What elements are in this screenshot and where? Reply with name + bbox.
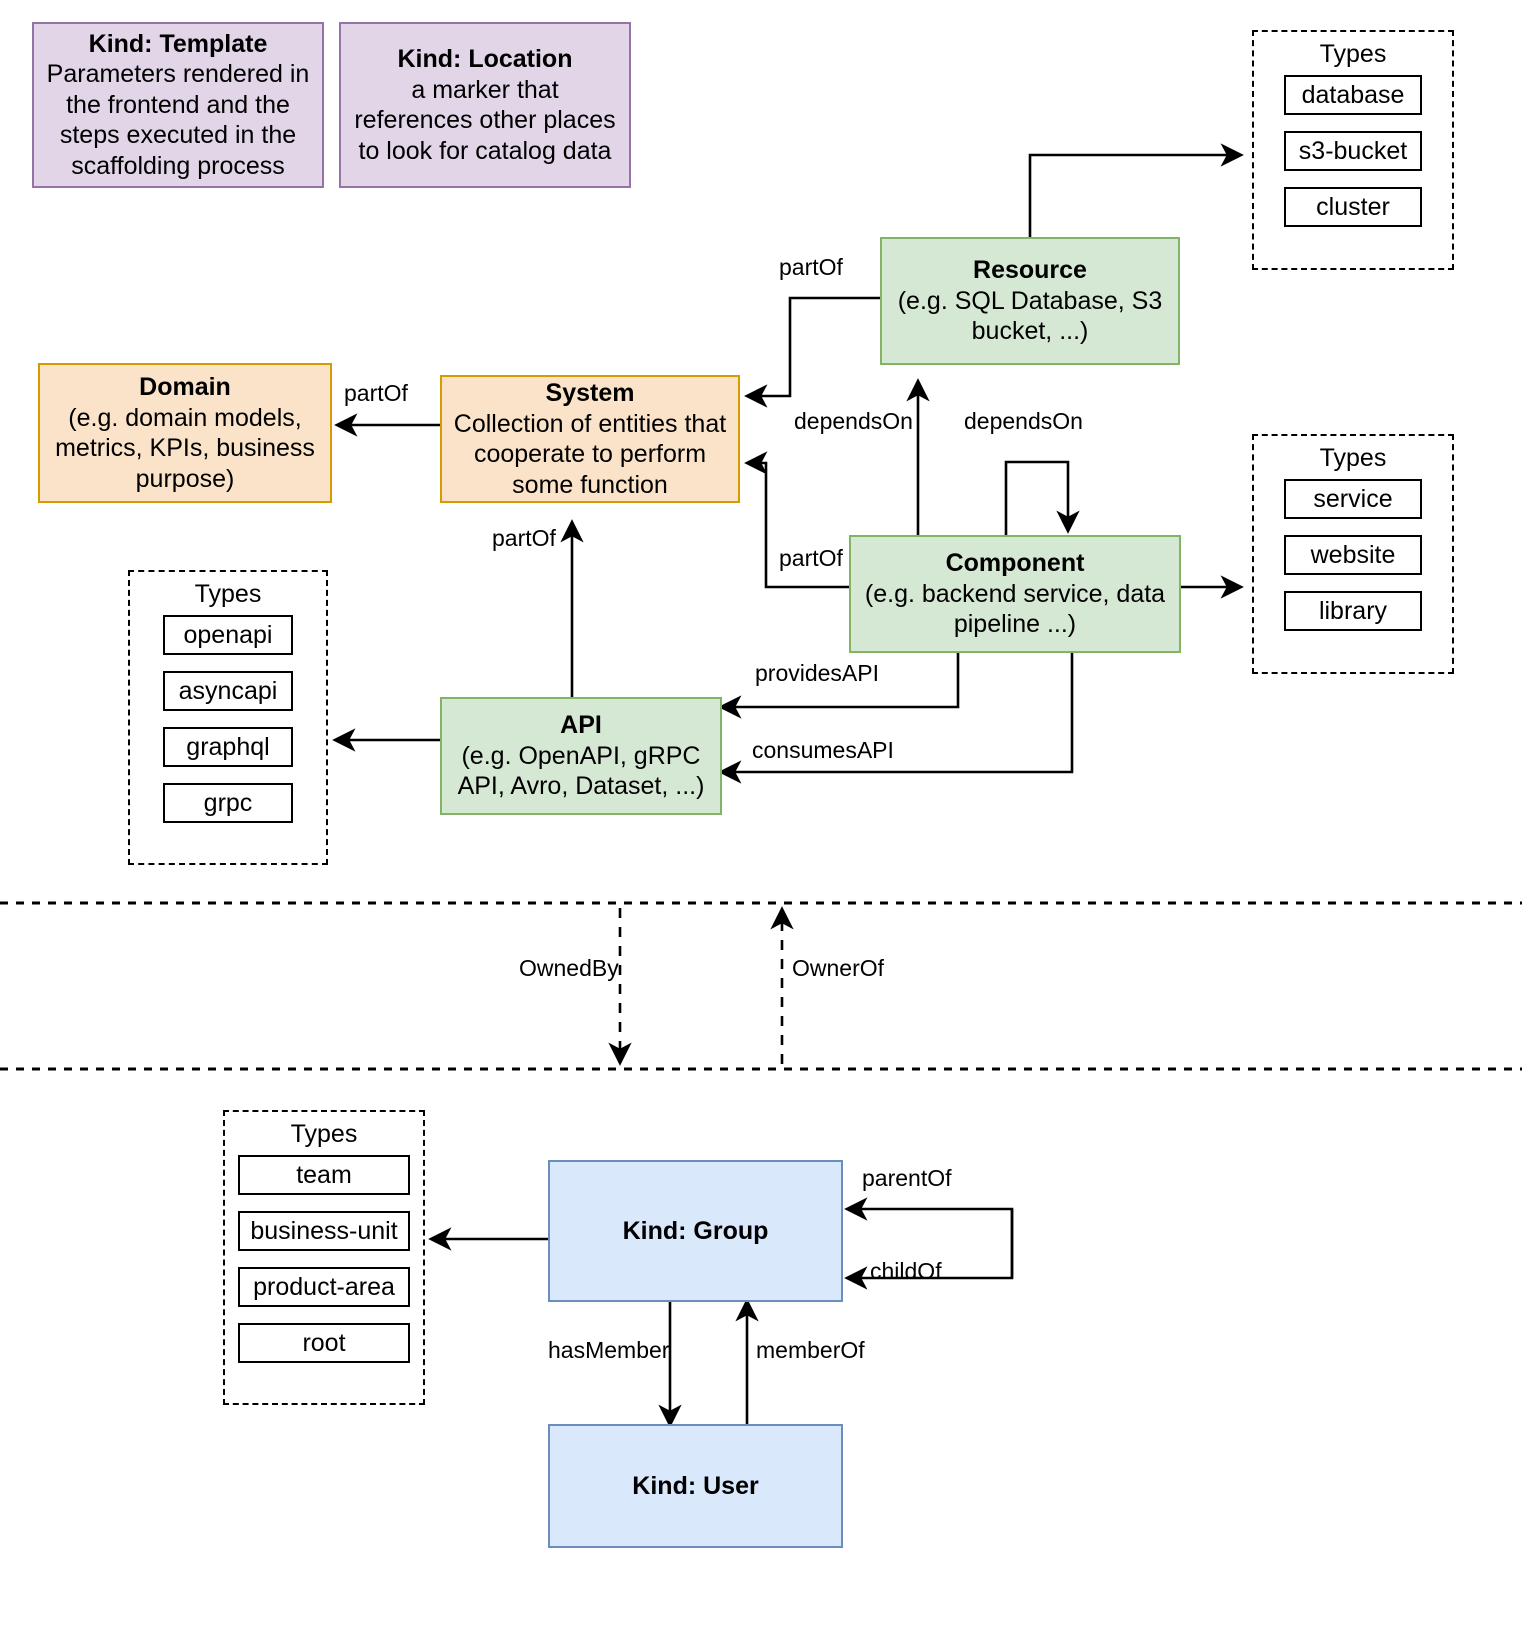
node-user[interactable]: Kind: User [548, 1424, 843, 1548]
node-template[interactable]: Kind: Template Parameters rendered in th… [32, 22, 324, 188]
edge-label-resource-partof-system: partOf [779, 254, 843, 280]
type-chip-website[interactable]: website [1284, 535, 1422, 575]
edge-resource-partof-system [744, 296, 880, 408]
edge-label-ownedby: OwnedBy [519, 955, 619, 981]
type-chip-service[interactable]: service [1284, 479, 1422, 519]
edge-label-component-partof-system: partOf [779, 545, 843, 571]
edge-component-consumesapi-api [718, 640, 1074, 784]
node-domain[interactable]: Domain (e.g. domain models, metrics, KPI… [38, 363, 332, 503]
node-component[interactable]: Component (e.g. backend service, data pi… [849, 535, 1181, 653]
type-chip-library[interactable]: library [1284, 591, 1422, 631]
edge-component-dependson-component [1004, 460, 1080, 535]
type-chip-graphql[interactable]: graphql [163, 727, 293, 767]
type-chip-root[interactable]: root [238, 1323, 410, 1363]
node-system-title: System [545, 379, 635, 407]
node-resource[interactable]: Resource (e.g. SQL Database, S3 bucket, … [880, 237, 1180, 365]
edge-label-api-partof-system: partOf [492, 525, 556, 551]
edge-component-partof-system [744, 451, 849, 589]
type-chip-team[interactable]: team [238, 1155, 410, 1195]
types-group-api-label: Types [194, 580, 262, 608]
edge-label-component-consumesapi: consumesAPI [752, 737, 894, 763]
type-chip-product-area[interactable]: product-area [238, 1267, 410, 1307]
node-group[interactable]: Kind: Group [548, 1160, 843, 1302]
types-group-component-label: Types [1319, 444, 1387, 472]
types-group-resource: Types database s3-bucket cluster [1252, 30, 1454, 270]
edge-label-component-dependson-resource: dependsOn [794, 408, 913, 434]
node-api-description: (e.g. OpenAPI, gRPC API, Avro, Dataset, … [457, 741, 705, 801]
node-group-title: Kind: Group [622, 1216, 769, 1245]
type-chip-cluster[interactable]: cluster [1284, 187, 1422, 227]
node-user-title: Kind: User [632, 1471, 759, 1500]
node-resource-description: (e.g. SQL Database, S3 bucket, ...) [897, 286, 1163, 346]
node-api[interactable]: API (e.g. OpenAPI, gRPC API, Avro, Datas… [440, 697, 722, 815]
type-chip-asyncapi[interactable]: asyncapi [163, 671, 293, 711]
node-component-title: Component [945, 549, 1085, 578]
node-location[interactable]: Kind: Location a marker that references … [339, 22, 631, 188]
edge-label-ownerof: OwnerOf [792, 955, 885, 981]
edge-label-group-parentof: parentOf [862, 1165, 952, 1191]
node-component-description: (e.g. backend service, data pipeline ...… [864, 579, 1166, 639]
type-chip-s3-bucket[interactable]: s3-bucket [1284, 131, 1422, 171]
node-domain-description: (e.g. domain models, metrics, KPIs, busi… [55, 403, 315, 493]
edge-label-component-dependson-component: dependsOn [964, 408, 1083, 434]
edge-label-system-partof-domain: partOf [344, 380, 408, 406]
node-api-title: API [560, 711, 602, 740]
type-chip-business-unit[interactable]: business-unit [238, 1211, 410, 1251]
types-group-group-label: Types [290, 1120, 358, 1148]
node-location-title: Kind: Location [397, 45, 573, 73]
edge-group-childof [844, 1209, 1014, 1290]
edge-label-group-hasmember: hasMember [548, 1337, 670, 1363]
edge-label-user-memberof: memberOf [756, 1337, 865, 1363]
node-resource-title: Resource [973, 256, 1087, 285]
edge-resource-to-types [1028, 143, 1244, 237]
type-chip-grpc[interactable]: grpc [163, 783, 293, 823]
edge-label-group-childof: childOf [870, 1258, 942, 1284]
types-group-component: Types service website library [1252, 434, 1454, 674]
types-group-api: Types openapi asyncapi graphql grpc [128, 570, 328, 865]
node-system[interactable]: System Collection of entities that coope… [440, 375, 740, 503]
types-group-resource-label: Types [1319, 40, 1387, 68]
node-domain-title: Domain [139, 373, 231, 401]
node-location-description: a marker that references other places to… [354, 75, 616, 165]
type-chip-database[interactable]: database [1284, 75, 1422, 115]
edge-label-component-providesapi: providesAPI [755, 660, 880, 686]
types-group-group: Types team business-unit product-area ro… [223, 1110, 425, 1405]
edge-component-providesapi-api [718, 640, 960, 719]
type-chip-openapi[interactable]: openapi [163, 615, 293, 655]
node-template-description: Parameters rendered in the frontend and … [46, 60, 310, 180]
node-template-title: Kind: Template [88, 29, 268, 58]
node-system-description: Collection of entities that cooperate to… [453, 409, 727, 499]
